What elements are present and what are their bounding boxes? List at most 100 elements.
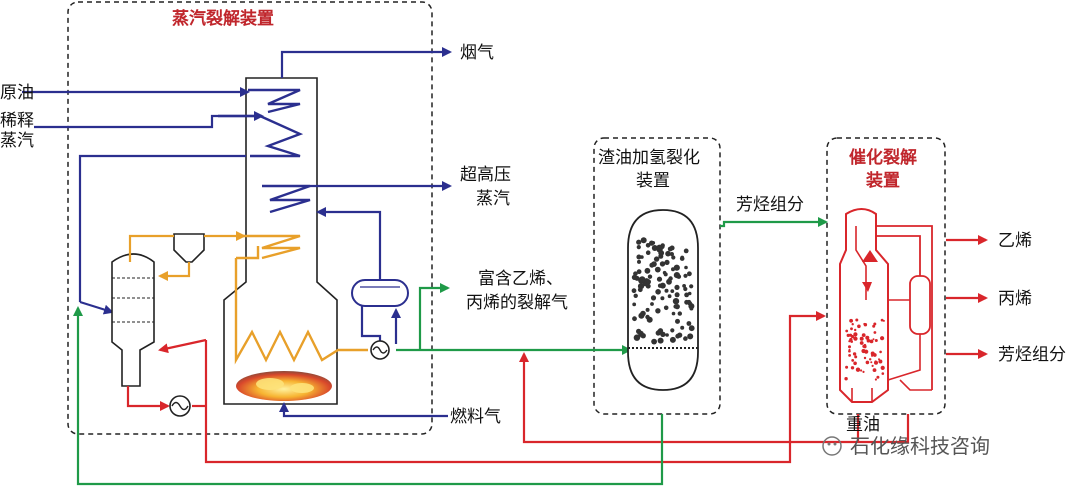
- cyclone-separator: [173, 233, 205, 263]
- catalyst-particle: [873, 331, 877, 334]
- catalyst-bead: [636, 254, 642, 260]
- aromatics-to-cat-cracker: [720, 217, 828, 228]
- catalyst-particle: [850, 327, 853, 331]
- catalyst-bead: [683, 248, 689, 254]
- catalyst-bead: [649, 262, 655, 268]
- catalyst-bead: [674, 284, 680, 290]
- catalyst-bead: [650, 295, 657, 301]
- dilution-steam-label-line2: 蒸汽: [0, 131, 34, 151]
- catalyst-bead: [675, 333, 681, 339]
- catalyst-bead: [637, 259, 641, 264]
- flue-gas-line: [280, 47, 452, 78]
- cyclone-bottom-line: [158, 262, 191, 281]
- catalyst-particle: [880, 365, 885, 370]
- catalyst-particle: [848, 348, 851, 351]
- separator-vapor-line: [128, 234, 174, 262]
- catalytic-cracker: [839, 208, 933, 403]
- catalyst-particle: [845, 365, 849, 369]
- cracked-gas-label-line1: 富含乙烯、: [478, 269, 563, 289]
- catalyst-particle: [866, 338, 871, 343]
- catalyst-bed: [631, 237, 695, 345]
- catalyst-particle: [853, 361, 857, 366]
- catalyst-particle: [860, 369, 863, 372]
- catalyst-particle: [854, 328, 857, 332]
- catalyst-bead: [673, 264, 680, 271]
- recycle-blue-line: [78, 154, 246, 302]
- catalyst-particle: [852, 352, 857, 356]
- catalyst-particle: [874, 378, 878, 381]
- catalyst-bead: [654, 266, 661, 273]
- catalyst-bead: [651, 245, 658, 251]
- catalyst-bead: [640, 333, 646, 339]
- catalyst-bead: [655, 289, 661, 295]
- catalyst-particle: [849, 337, 853, 342]
- catalyst-bead: [632, 302, 637, 307]
- catalyst-particles: [844, 318, 885, 381]
- coil-feed: [236, 246, 260, 260]
- catalyst-bead: [687, 291, 692, 296]
- catalyst-bead: [645, 250, 651, 255]
- steam-drum-return: [316, 207, 382, 280]
- wechat-icon: [822, 436, 842, 456]
- aromatics-out-label: 芳烃组分: [998, 345, 1066, 365]
- catalyst-bead: [655, 330, 661, 336]
- fuel-gas-label: 燃料气: [450, 407, 501, 427]
- convection-coil-1: [248, 88, 301, 114]
- catalyst-bead: [689, 306, 694, 311]
- catalyst-particle: [871, 364, 874, 367]
- catalyst-bead: [683, 336, 688, 341]
- catalyst-bead: [636, 269, 642, 275]
- flue-gas-label: 烟气: [460, 43, 494, 63]
- catalyst-particle: [853, 336, 858, 341]
- catalyst-particle: [846, 333, 850, 337]
- catalyst-bead: [679, 256, 685, 261]
- fuel-gas-line: [279, 402, 448, 418]
- catalyst-particle: [844, 377, 848, 381]
- catalyst-bead: [664, 288, 669, 293]
- catalyst-particle: [855, 367, 861, 372]
- catalyst-particle: [850, 366, 855, 370]
- catalyst-bead: [684, 292, 689, 298]
- catalyst-bead: [687, 333, 694, 340]
- catalyst-bead: [656, 244, 663, 251]
- catalyst-bead: [675, 318, 680, 324]
- catalyst-bead: [672, 298, 680, 305]
- catalyst-bead: [669, 336, 676, 343]
- heavy-oil-to-separator: [158, 338, 207, 354]
- catalyst-particle: [879, 350, 882, 354]
- catalyst-bead: [653, 256, 660, 262]
- catalyst-bead: [664, 259, 670, 265]
- catalyst-bead: [662, 270, 667, 275]
- catalyst-bead: [671, 255, 676, 260]
- burner-flame-core: [256, 378, 284, 390]
- catalyst-bead: [632, 316, 637, 322]
- catalyst-bead: [667, 246, 673, 252]
- mixed-feed-coil: [240, 234, 301, 260]
- catalyst-particle: [849, 318, 853, 323]
- catalyst-particle: [880, 336, 885, 341]
- catalyst-bead: [683, 273, 688, 278]
- steam-cracking-unit-title: 蒸汽裂解装置: [172, 8, 274, 29]
- catalyst-bead: [665, 250, 671, 257]
- catalyst-bead: [634, 275, 640, 281]
- catalyst-particle: [848, 354, 851, 357]
- catalyst-bead: [633, 293, 638, 298]
- catalyst-particle: [865, 335, 870, 340]
- separator-vessel: [111, 253, 155, 387]
- catalyst-bead: [637, 287, 643, 293]
- aromatics-mid-label: 芳烃组分: [736, 195, 804, 215]
- catalyst-particle: [848, 345, 851, 349]
- catalyst-bead: [668, 276, 673, 281]
- catalyst-bead: [645, 314, 650, 320]
- dilution-steam-line: [34, 111, 264, 129]
- catalyst-particle: [859, 341, 864, 345]
- catalyst-bead: [658, 253, 664, 259]
- catalyst-bead: [657, 337, 664, 344]
- catalyst-particle: [862, 370, 865, 373]
- catalyst-particle: [878, 358, 880, 361]
- convection-coil-3: [262, 184, 311, 214]
- catalyst-particle: [869, 358, 872, 361]
- steam-cracking-unit-box: [67, 1, 433, 435]
- catalyst-bead: [674, 292, 680, 298]
